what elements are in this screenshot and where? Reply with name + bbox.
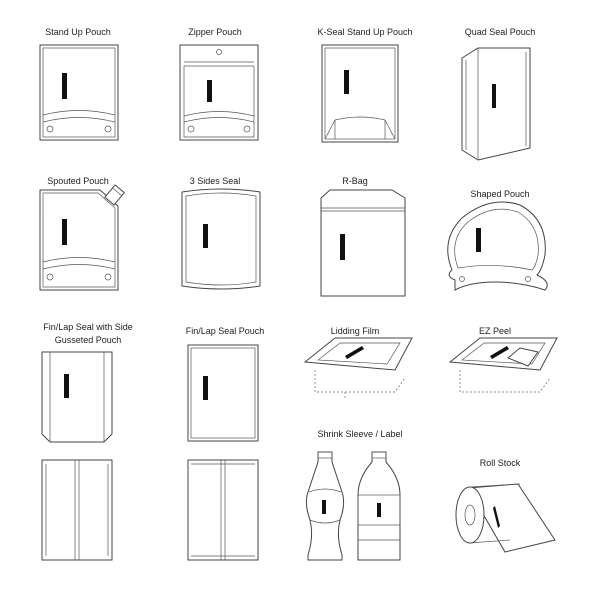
fin-lap-seal-pouch-bottom-illustration [187, 459, 259, 561]
three-sides-seal-illustration [181, 188, 261, 290]
label-ez-peel: EZ Peel [478, 326, 511, 336]
label-r-bag: R-Bag [342, 176, 368, 186]
label-roll-stock: Roll Stock [479, 458, 521, 468]
k-seal-pouch-illustration [321, 44, 399, 143]
fin-lap-seal-pouch-top-illustration [187, 344, 259, 442]
label-lidding-film: Lidding Film [330, 326, 380, 336]
label-k-seal-stand-up-pouch: K-Seal Stand Up Pouch [317, 27, 413, 37]
shaped-pouch-illustration [447, 201, 548, 291]
label-3-sides-seal: 3 Sides Seal [189, 176, 241, 186]
lidding-film-illustration [303, 337, 413, 398]
r-bag-illustration [320, 189, 406, 297]
shrink-sleeve-bottle-2-illustration [357, 451, 401, 561]
label-spouted-pouch: Spouted Pouch [47, 176, 109, 186]
side-gusseted-pouch-top-illustration [41, 351, 113, 443]
label-quad-seal-pouch: Quad Seal Pouch [464, 27, 536, 37]
side-gusseted-pouch-bottom-illustration [41, 459, 113, 561]
stand-up-pouch-illustration [39, 44, 119, 141]
label-shrink-sleeve: Shrink Sleeve / Label [317, 429, 403, 439]
spouted-pouch-illustration [39, 184, 126, 291]
label-fin-lap-seal-pouch: Fin/Lap Seal Pouch [185, 326, 265, 336]
quad-seal-pouch-illustration [461, 47, 531, 161]
label-shaped-pouch: Shaped Pouch [470, 189, 530, 199]
label-stand-up-pouch: Stand Up Pouch [45, 27, 111, 37]
roll-stock-illustration [455, 483, 556, 553]
ez-peel-illustration [448, 337, 558, 393]
label-zipper-pouch: Zipper Pouch [188, 27, 242, 37]
shrink-sleeve-bottle-1-illustration [305, 451, 345, 561]
label-fin-lap-seal-side-gusseted: Fin/Lap Seal with Side Gusseted Pouch [43, 322, 133, 345]
zipper-pouch-illustration [179, 44, 259, 141]
